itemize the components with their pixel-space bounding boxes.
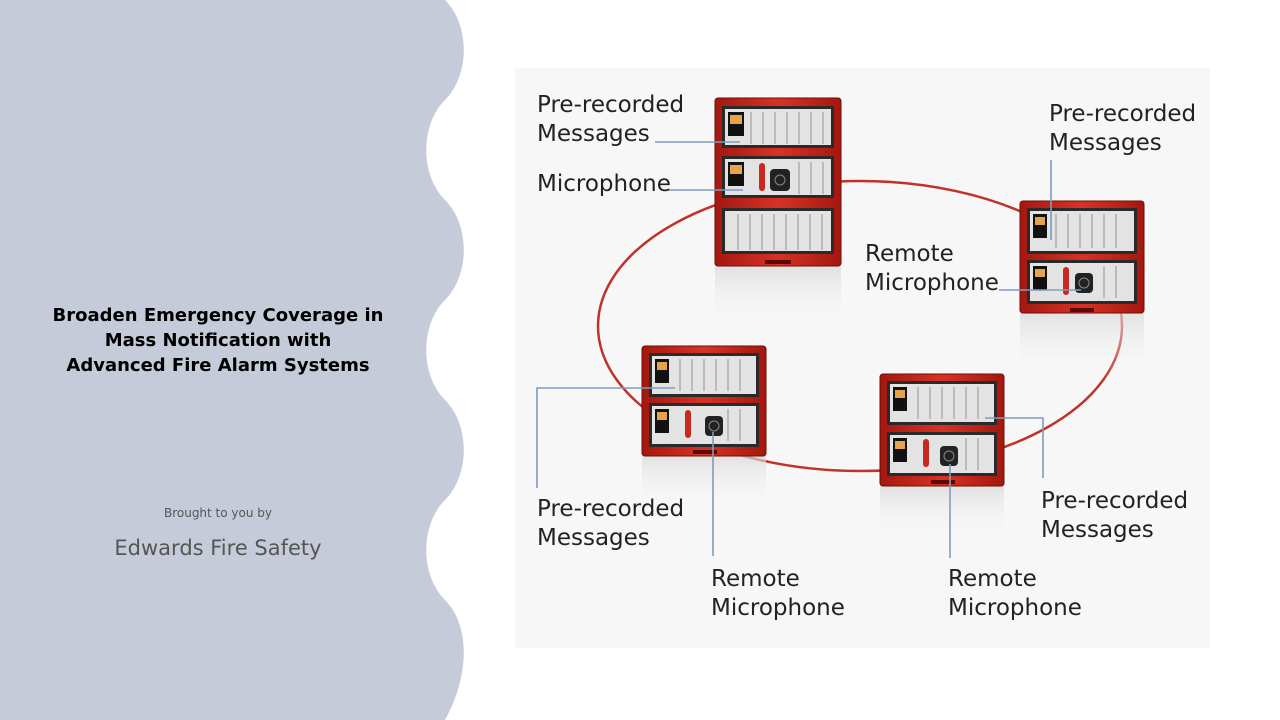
company-name: Edwards Fire Safety — [114, 536, 322, 560]
slide-title: Broaden Emergency Coverage in Mass Notif… — [40, 303, 396, 378]
title-line-3: Advanced Fire Alarm Systems — [66, 355, 370, 376]
title-line-2: Mass Notification with — [104, 330, 332, 351]
label-p4-prerecorded: Pre-recorded Messages — [1041, 488, 1195, 543]
label-p2-remote: Remote Microphone — [865, 241, 999, 296]
brought-to-you-by: Brought to you by — [163, 506, 273, 520]
title-line-1: Broaden Emergency Coverage in — [52, 305, 384, 326]
panel-bottom-middle — [879, 373, 1005, 546]
label-p1-microphone: Microphone — [537, 171, 671, 197]
panel-bottom-left — [641, 345, 767, 516]
panel-top-left — [714, 97, 842, 336]
wave-shape — [0, 0, 464, 720]
leader-p3-prerecorded — [536, 387, 675, 488]
left-wave-panel — [0, 0, 464, 720]
panel-right — [1019, 200, 1145, 383]
label-p2-prerecorded: Pre-recorded Messages — [1049, 101, 1203, 156]
fire-alarm-network-diagram: Pre-recorded Messages Microphone Pre-rec… — [515, 68, 1210, 648]
leader-p4-prerecorded — [985, 417, 1044, 478]
label-p1-prerecorded: Pre-recorded Messages — [537, 92, 691, 147]
label-p4-remote: Remote Microphone — [948, 566, 1082, 621]
label-p3-prerecorded: Pre-recorded Messages — [537, 496, 691, 551]
label-p3-remote: Remote Microphone — [711, 566, 845, 621]
